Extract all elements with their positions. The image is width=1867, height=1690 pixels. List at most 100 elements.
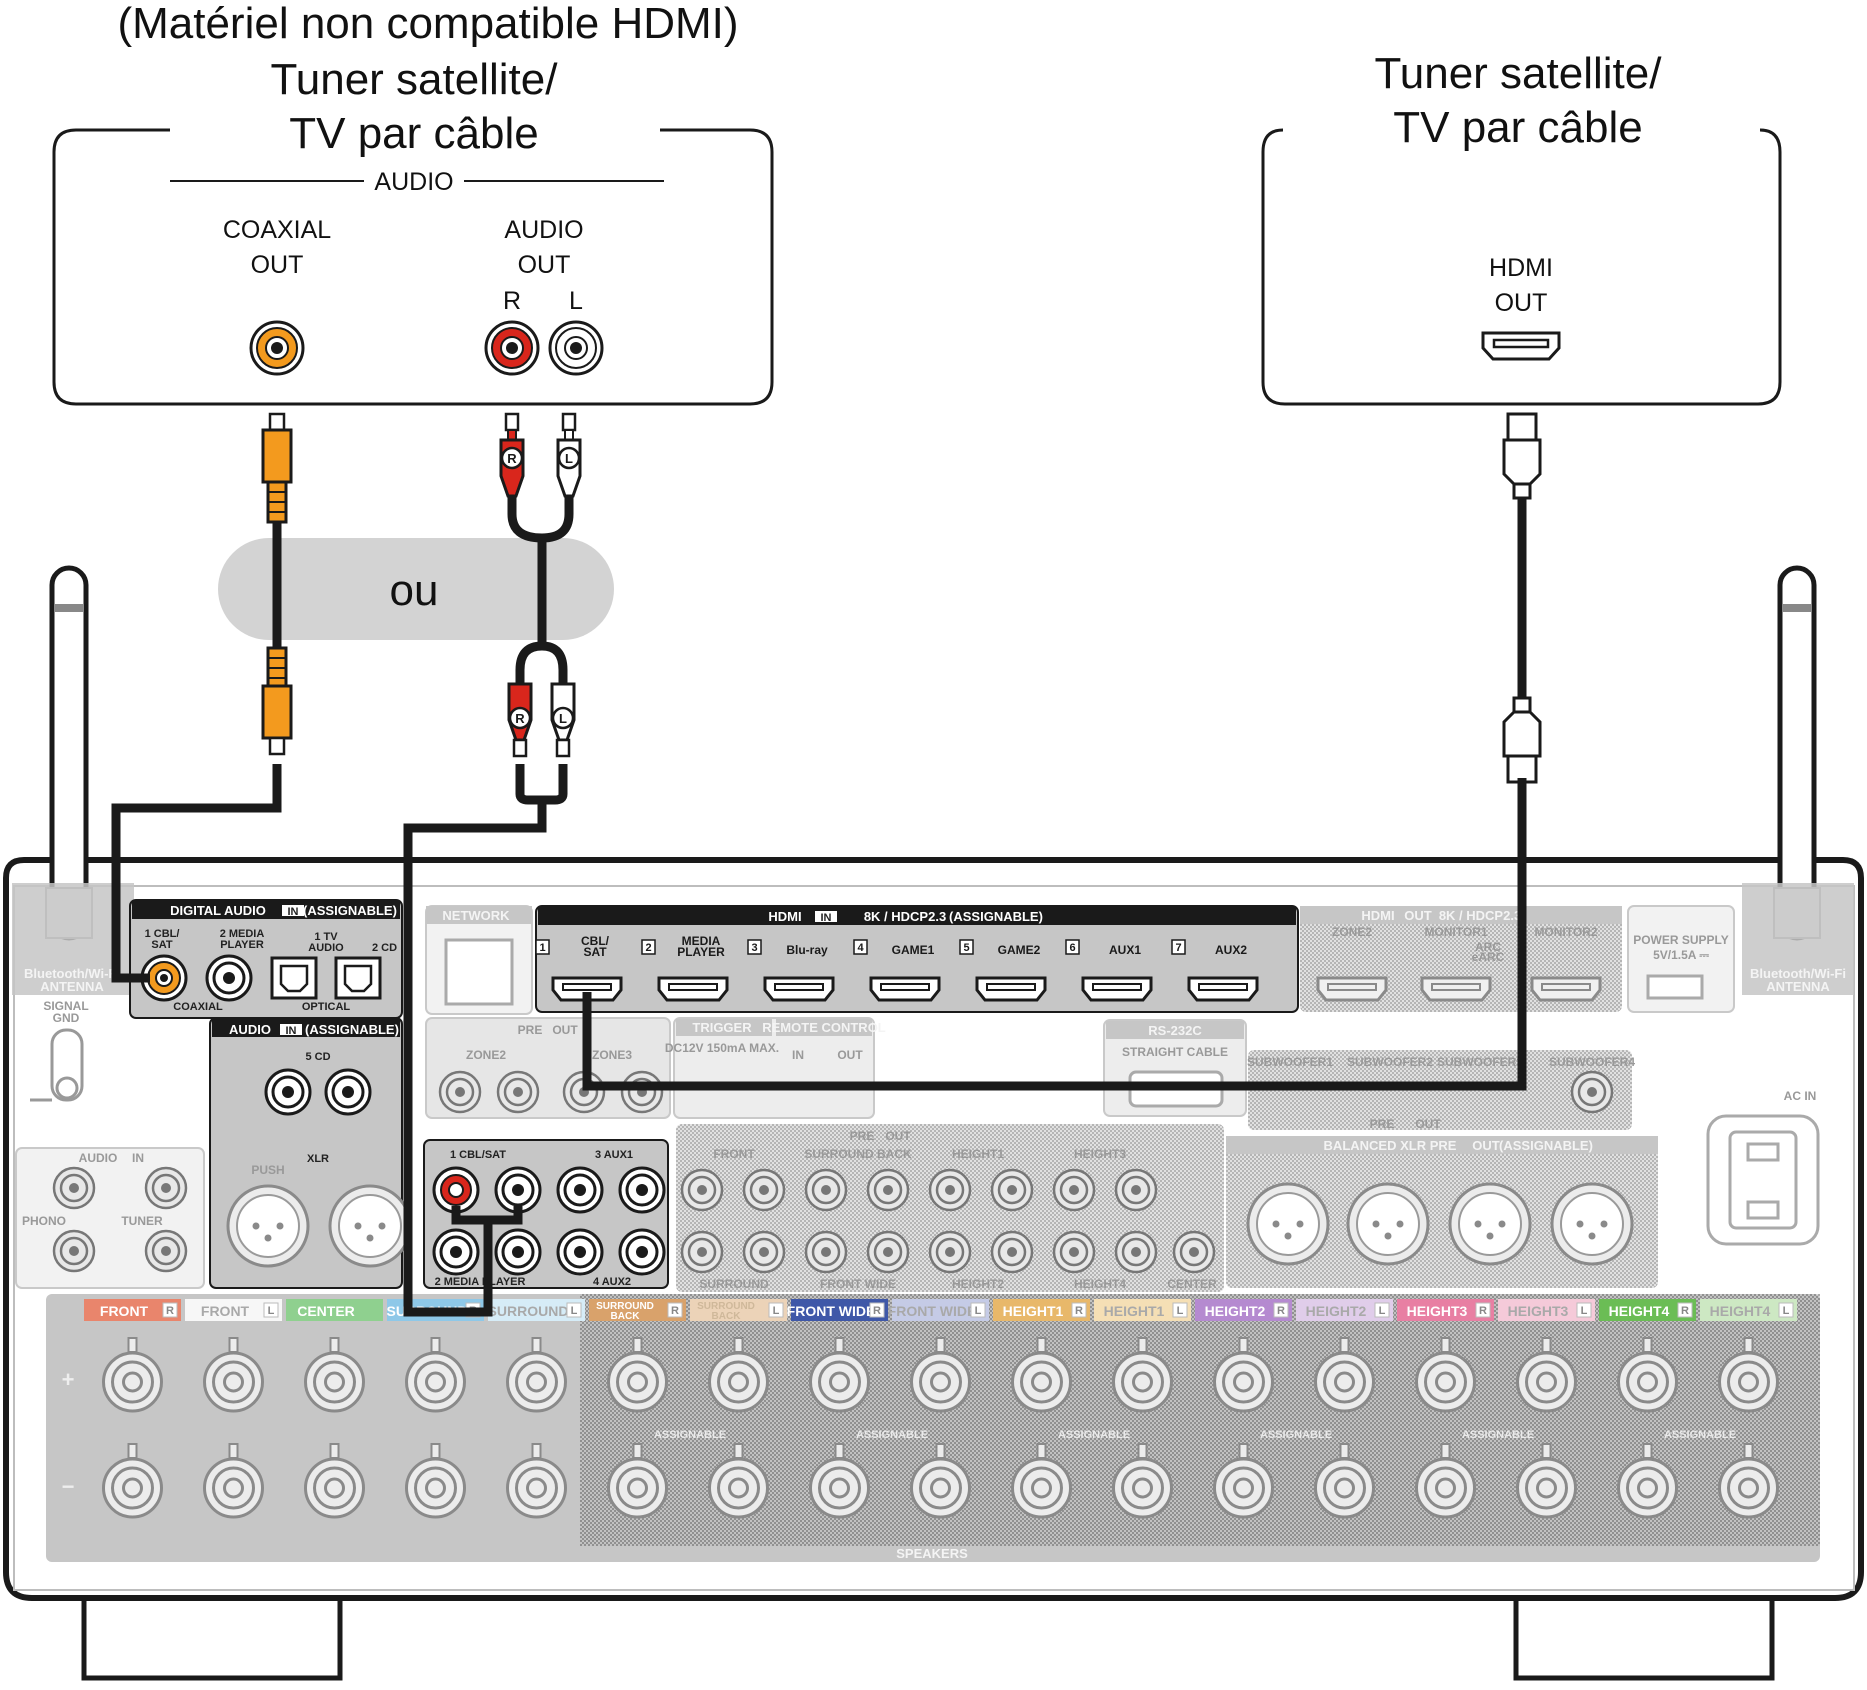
aux2-r-jack[interactable] [556,1228,604,1276]
hdmi-in-port-7[interactable] [1187,976,1259,1002]
aux1-l-jack[interactable] [618,1166,666,1214]
speaker-channel-tab [488,1299,585,1321]
audio-out-l-jack[interactable] [548,320,604,376]
svg-text:−: − [62,1474,75,1499]
hdmi-out-panel: HDMI OUT 8K / HDCP2.3 ZONE2 MONITOR1 MON… [1300,906,1622,1012]
speaker-channel-tab [993,1299,1090,1321]
ethernet-port[interactable] [444,938,514,1006]
left-device-title-line2: TV par câble [289,109,538,158]
svg-text:+: + [62,1367,75,1392]
hdmi-in-port-number: 4 [857,942,864,954]
coaxial-in-2-jack[interactable] [205,954,253,1002]
antenna-right[interactable] [1773,565,1821,941]
bt-antenna-left-label-2: ANTENNA [40,979,104,994]
cd-l-jack[interactable] [324,1068,372,1116]
pre-out-jack[interactable] [742,1230,786,1274]
speaker-channel-name: HEIGHT4 [1609,1303,1670,1319]
hdmi-in-port-name: CBL/ [581,934,610,948]
pre-out-jack[interactable] [1114,1230,1158,1274]
analog-audio-inputs: 1 CBL/SAT 3 AUX1 2 MEDIA PLAYER 4 AUX2 [423,1139,669,1289]
speaker-channel-name: FRONT WIDE [888,1303,977,1319]
audio-assign-tag: IN [286,1025,297,1037]
aux1-r-jack[interactable] [556,1166,604,1214]
hdmi-in-port-name: GAME2 [998,943,1041,957]
pre-out-jack[interactable] [680,1230,724,1274]
ac-inlet[interactable] [1706,1114,1820,1246]
pre-out-jack[interactable] [742,1168,786,1212]
pre-out-jack[interactable] [866,1168,910,1212]
hdmi-in-port-2[interactable] [657,976,729,1002]
optical-in-2-jack[interactable] [334,956,382,1000]
pre-out-jack[interactable] [1052,1168,1096,1212]
pre-out-jack[interactable] [1114,1168,1158,1212]
cd-r-jack[interactable] [264,1068,312,1116]
pre-out-jack[interactable] [804,1230,848,1274]
optical-port-2-label: 2 CD [372,942,397,954]
tuner-label: TUNER [121,1214,163,1228]
pre-top-h3: HEIGHT3 [1074,1147,1126,1161]
hdmi-in-port-5[interactable] [975,976,1047,1002]
pre-zone-out-tag: OUT [552,1023,578,1037]
antenna-left[interactable] [45,565,93,941]
media-player-r-jack[interactable] [432,1228,480,1276]
xlr-r-jack[interactable] [226,1184,310,1268]
speaker-channel-name: FRONT [201,1303,250,1319]
audio-assign-title: AUDIO [229,1022,271,1037]
power-supply-label-2: 5V/1.5A ⎓ [1653,948,1709,962]
speaker-channel-name: HEIGHT4 [1710,1303,1771,1319]
zone2-hdmi-label: ZONE2 [1332,925,1372,939]
speaker-channel-tab [84,1299,181,1321]
pre-main-out-tag: OUT [885,1129,911,1143]
speaker-channel-side: L [773,1305,780,1317]
coaxial-label-rx: COAXIAL [173,1001,223,1013]
digital-audio-assignable: (ASSIGNABLE) [303,903,397,918]
pre-out-jack[interactable] [1172,1230,1216,1274]
bt-antenna-right-label-1: Bluetooth/Wi-Fi [1750,966,1846,981]
cbl-sat-audio-label: 1 CBL/SAT [450,1149,506,1161]
left-source-device: (Matériel non compatible HDMI) Tuner sat… [52,0,774,406]
optical-in-1-jack[interactable] [270,956,318,1000]
audio-out-r-jack[interactable] [484,320,540,376]
pre-out-jack[interactable] [928,1230,972,1274]
hdmi-out-monitor2-port[interactable] [1530,976,1602,1002]
pre-out-jack[interactable] [866,1230,910,1274]
coaxial-out-jack[interactable] [249,320,305,376]
speaker-channel-name: HEIGHT3 [1508,1303,1569,1319]
signal-gnd-terminal[interactable] [30,1028,84,1102]
audio-assignable-panel: AUDIO IN (ASSIGNABLE) 5 CD XLR PUSH [209,1017,412,1289]
hdmi-in-port-4[interactable] [869,976,941,1002]
cbl-sat-l-jack[interactable] [494,1166,542,1214]
aux1-audio-label: 3 AUX1 [595,1149,633,1161]
zone2-label: ZONE2 [466,1048,506,1062]
pre-main-label: PRE [850,1129,875,1143]
hdmi-in-port-6[interactable] [1081,976,1153,1002]
optical-label-rx: OPTICAL [302,1001,351,1013]
audio-out-label: OUT [518,251,571,279]
push-label-1: PUSH [251,1163,284,1177]
pre-out-jack[interactable] [928,1168,972,1212]
pre-out-jack[interactable] [680,1168,724,1212]
sub2-label: SUBWOOFER2 [1347,1055,1433,1069]
pre-out-jack[interactable] [1052,1230,1096,1274]
hdmi-in-port-3[interactable] [763,976,835,1002]
pre-top-h1: HEIGHT1 [952,1147,1004,1161]
balanced-xlr-panel: BALANCED XLR PRE OUT (ASSIGNABLE) [1226,1136,1658,1288]
hdmi-out-zone2-port[interactable] [1316,976,1388,1002]
speaker-assignable-label: ASSIGNABLE [1260,1429,1332,1441]
pre-out-jack[interactable] [990,1230,1034,1274]
cbl-sat-r-jack[interactable] [432,1166,480,1214]
media-player-l-jack[interactable] [494,1228,542,1276]
hdmi-out-monitor1-port[interactable] [1420,976,1492,1002]
usb-port[interactable] [1646,974,1704,1000]
pre-out-jack[interactable] [804,1168,848,1212]
sub1-label: SUBWOOFER1 [1247,1055,1333,1069]
pre-bot-fw: FRONT WIDE [820,1277,896,1291]
hdmi-out-port[interactable] [1481,331,1561,361]
xlr-l-jack[interactable] [328,1184,412,1268]
aux2-l-jack[interactable] [618,1228,666,1276]
media-player-audio-label: 2 MEDIA PLAYER [435,1276,526,1288]
pre-out-jack[interactable] [990,1168,1034,1212]
